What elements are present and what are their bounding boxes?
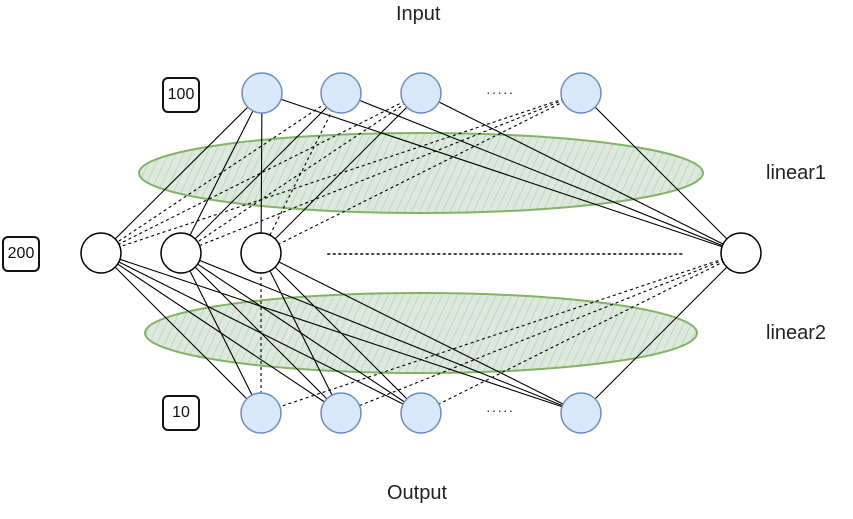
input-hidden-edge — [580, 92, 742, 254]
hidden-output-edge — [180, 252, 262, 414]
input-layer-label: Input — [396, 3, 441, 25]
input-node — [241, 72, 283, 114]
output-node — [240, 392, 282, 434]
hidden-output-edge — [580, 252, 742, 414]
hidden-node — [240, 232, 282, 274]
input-ellipsis: ····· — [486, 84, 515, 100]
output-ellipsis: ····· — [486, 402, 515, 418]
hidden-output-edge — [260, 252, 422, 414]
input-hidden-edge — [100, 92, 342, 254]
input-hidden-edge — [100, 92, 263, 254]
input-hidden-edge — [261, 92, 742, 254]
input-hidden-edge — [420, 92, 742, 254]
input-hidden-edge — [180, 92, 422, 254]
input-hidden-edge — [100, 92, 582, 254]
input-hidden-edge — [180, 92, 263, 254]
linear1-label: linear1 — [766, 162, 827, 184]
linear2-label: linear2 — [766, 322, 827, 344]
input-hidden-edge — [340, 92, 742, 254]
hidden-size-box: 200 — [2, 236, 40, 272]
output-size-box: 10 — [162, 395, 200, 431]
hidden-node — [80, 232, 122, 274]
input-node — [320, 72, 362, 114]
output-layer-label: Output — [387, 482, 448, 504]
input-node — [400, 72, 442, 114]
hidden-output-edge — [260, 252, 582, 414]
output-node — [560, 392, 602, 434]
hidden-output-edge — [180, 252, 582, 414]
hidden-output-edge — [260, 252, 742, 414]
output-node — [320, 392, 362, 434]
input-size-box: 100 — [162, 77, 200, 113]
hidden-output-edge — [260, 252, 342, 414]
hidden-node — [160, 232, 202, 274]
input-hidden-edge — [180, 92, 342, 254]
linear1-ellipse — [138, 132, 704, 214]
hidden-output-edge — [100, 252, 262, 414]
output-node — [400, 392, 442, 434]
input-node — [560, 72, 602, 114]
hidden-node — [720, 232, 762, 274]
